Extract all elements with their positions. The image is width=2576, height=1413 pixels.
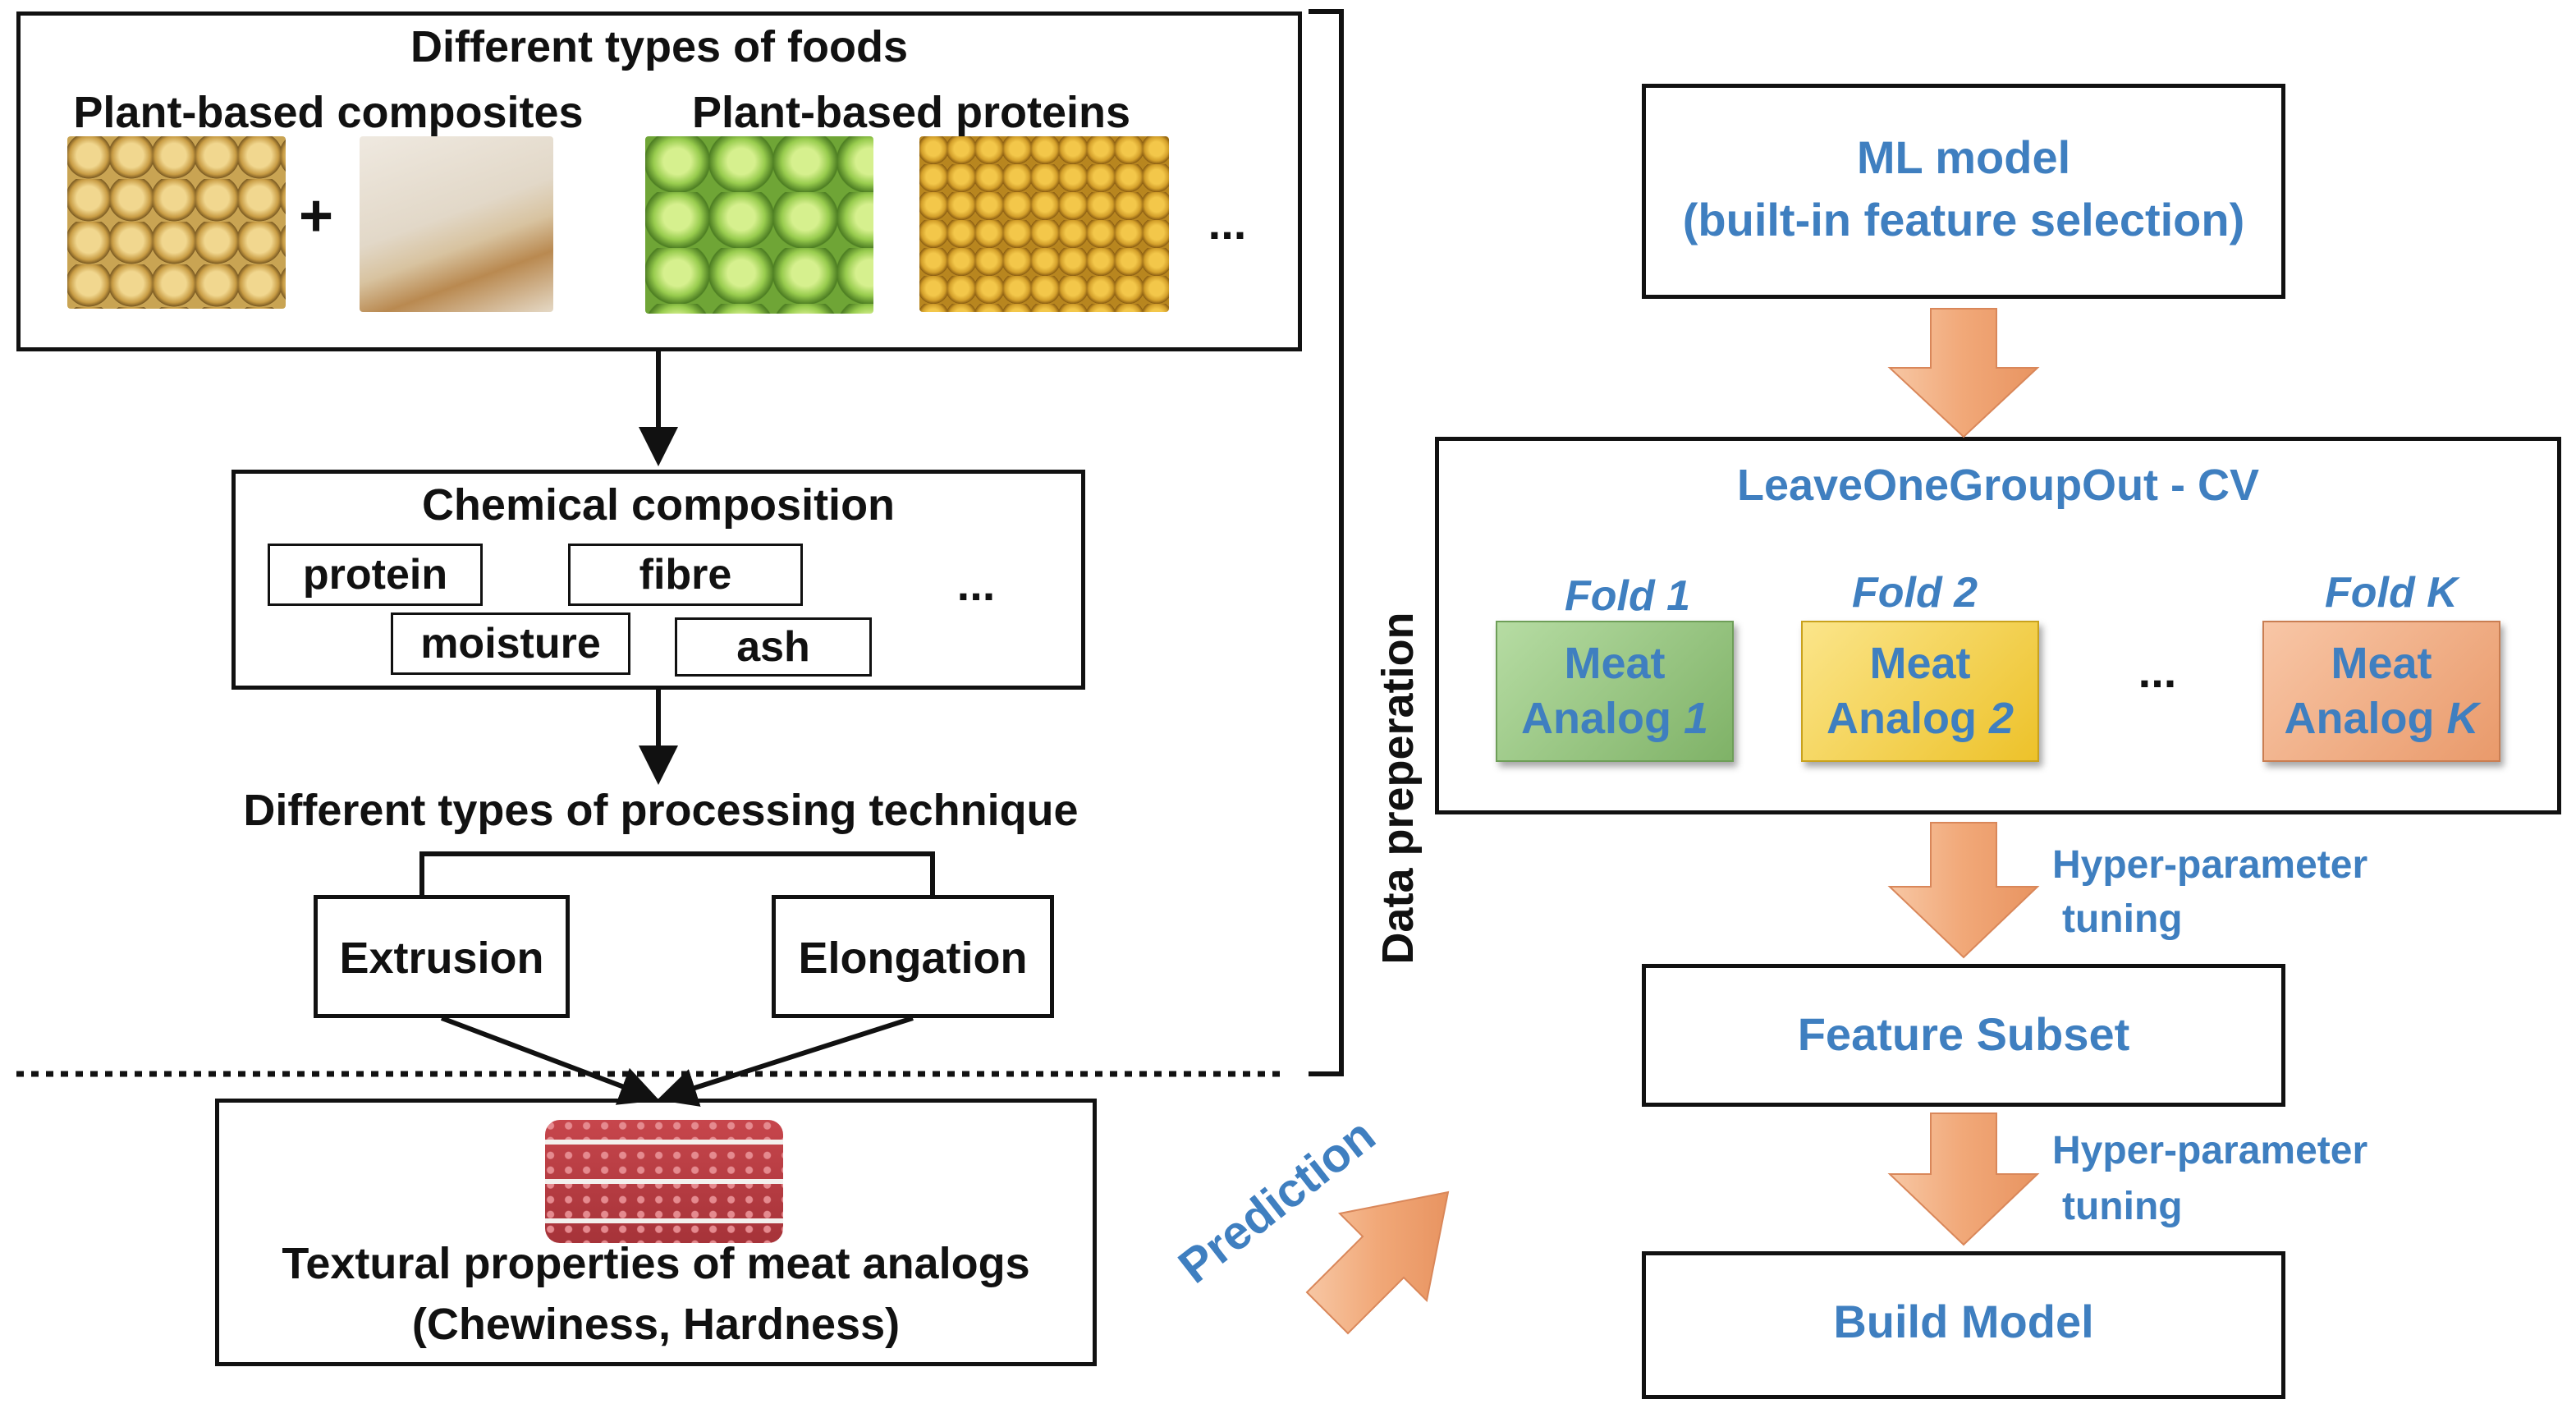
fold-k-index: K — [2446, 694, 2479, 743]
fold-k-line1: Meat — [2331, 638, 2432, 688]
chem-item-fibre: fibre — [568, 544, 803, 606]
elongation-box — [772, 895, 1054, 1018]
extrusion-label: Extrusion — [339, 934, 544, 983]
plus-sign: + — [298, 183, 334, 249]
texture-subtitle: (Chewiness, Hardness) — [411, 1300, 901, 1349]
foods-ellipsis: ... — [1208, 197, 1247, 249]
block-arrow-subset-to-build — [1887, 1113, 2040, 1246]
tuning-1-line2: tuning — [2062, 897, 2183, 941]
cv-title: LeaveOneGroupOut - CV — [1736, 461, 2260, 510]
chem-item-ash: ash — [675, 617, 872, 677]
tuning-1-line1: Hyper-parameter — [2052, 843, 2368, 887]
fold-2-index: 2 — [1988, 694, 2015, 743]
processing-title: Different types of processing technique — [243, 786, 1079, 835]
ml-model-line2: (built-in feature selection) — [1682, 194, 2245, 245]
block-arrow-ml-to-cv — [1887, 308, 2040, 438]
meat-patties-image — [545, 1120, 783, 1243]
arrow-elongation-to-texture — [657, 1016, 914, 1107]
chemical-ellipsis: ... — [956, 558, 996, 610]
fold-k-line2: Analog — [2284, 694, 2435, 743]
fold-k-label: Fold K — [2325, 569, 2458, 617]
fold-1-label: Fold 1 — [1565, 572, 1691, 620]
chemical-title: Chemical composition — [421, 480, 896, 530]
fold-2-line1: Meat — [1869, 638, 1971, 688]
chem-item-moisture: moisture — [391, 612, 630, 675]
elongation-label: Elongation — [798, 934, 1028, 983]
block-arrow-cv-to-subset — [1887, 822, 2040, 959]
ml-model-box — [1642, 84, 2285, 299]
folds-ellipsis: ... — [2138, 645, 2177, 697]
tuning-2-line2: tuning — [2062, 1185, 2183, 1228]
arrow-extrusion-to-texture — [440, 1016, 660, 1105]
feature-subset-label: Feature Subset — [1797, 1008, 2130, 1060]
block-arrow-prediction — [1305, 1190, 1450, 1335]
fold-k-card: Meat Analog K — [2262, 621, 2500, 762]
build-model-box — [1642, 1251, 2285, 1399]
fold-2-line2: Analog — [1826, 694, 1977, 743]
fold-1-index: 1 — [1683, 694, 1709, 743]
soybeans-image — [67, 136, 286, 309]
fold-2-card: Meat Analog 2 — [1801, 621, 2039, 762]
plant-proteins-label: Plant-based proteins — [691, 88, 1131, 137]
feature-subset-box — [1642, 964, 2285, 1107]
wheat-flour-image — [360, 136, 553, 312]
extrusion-box — [314, 895, 570, 1018]
fava-beans-image — [645, 136, 873, 314]
yellow-peas-image — [919, 136, 1169, 312]
tuning-2-line1: Hyper-parameter — [2052, 1129, 2368, 1172]
plant-composites-label: Plant-based composites — [73, 88, 584, 137]
data-preparation-bracket — [1309, 9, 1344, 1076]
texture-title: Textural properties of meat analogs — [282, 1239, 1030, 1288]
fold-1-line2: Analog — [1520, 694, 1671, 743]
build-model-label: Build Model — [1833, 1296, 2094, 1347]
fold-2-label: Fold 2 — [1852, 569, 1978, 617]
processing-bracket — [419, 851, 935, 895]
fold-1-line1: Meat — [1564, 638, 1666, 688]
chem-item-protein: protein — [268, 544, 483, 606]
fold-1-card: Meat Analog 1 — [1496, 621, 1734, 762]
ml-model-line1: ML model — [1856, 131, 2071, 183]
foods-title: Different types of foods — [410, 22, 909, 71]
